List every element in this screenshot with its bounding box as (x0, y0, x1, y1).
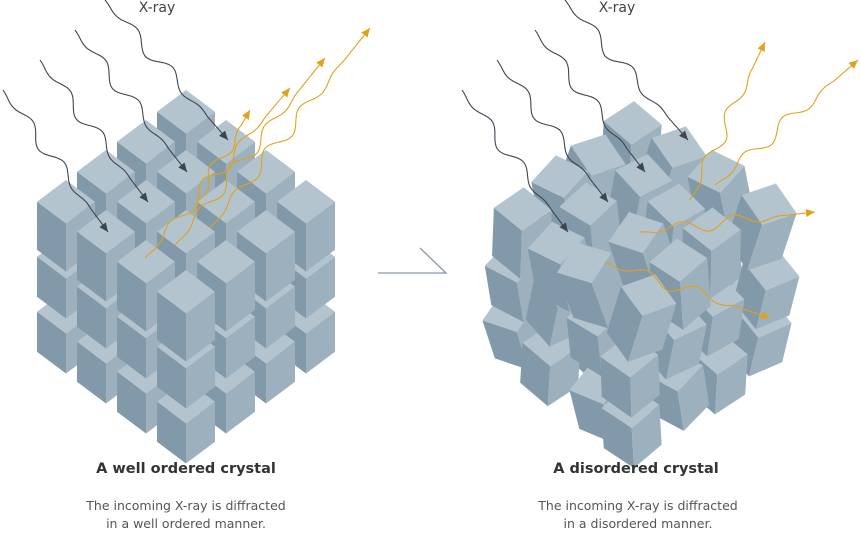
cube (157, 270, 215, 362)
right-caption: The incoming X-ray is diffracted in a di… (538, 497, 737, 533)
right-caption-line1: The incoming X-ray is diffracted (538, 498, 738, 513)
xray-path (209, 27, 371, 229)
xray-path (74, 29, 188, 173)
xray-label-left: X-ray (138, 0, 176, 16)
xray-path (496, 59, 609, 203)
disordered-crystal (482, 101, 800, 469)
right-caption-line2: in a disordered manner. (563, 516, 713, 531)
arrowhead-icon (636, 162, 645, 172)
arrowhead-icon (219, 130, 228, 140)
xray-path (534, 29, 646, 173)
xray-path (461, 89, 569, 233)
xray-path (639, 211, 816, 234)
arrowhead-icon (599, 192, 608, 202)
ordered-crystal (37, 90, 335, 464)
xray-path (564, 0, 689, 141)
cube (606, 274, 677, 362)
xray-path (689, 41, 766, 201)
xray-path (104, 0, 229, 141)
arrowhead-icon (139, 192, 148, 202)
arrowhead-icon (178, 162, 187, 172)
xray-path (144, 87, 291, 259)
arrowhead-icon (757, 42, 765, 52)
right-title: A disordered crystal (553, 461, 719, 477)
arrowhead-icon (361, 28, 370, 38)
left-caption-line2: in a well ordered manner. (106, 516, 266, 531)
arrowhead-icon (316, 58, 325, 68)
right-xray-paths (461, 0, 859, 319)
arrowhead-icon (679, 130, 688, 140)
arrowhead-icon (848, 60, 858, 69)
xray-path (604, 261, 771, 319)
arrowhead-icon (760, 311, 770, 319)
right-arrow-icon (378, 247, 448, 274)
left-caption-line1: The incoming X-ray is diffracted (86, 498, 286, 513)
xray-path (2, 89, 109, 233)
xray-path (174, 57, 326, 246)
xray-path (194, 109, 251, 206)
xray-label-right: X-ray (598, 0, 636, 16)
arrowhead-icon (99, 222, 108, 232)
xray-path (39, 59, 149, 203)
arrowhead-icon (559, 222, 568, 232)
arrowhead-icon (805, 209, 815, 217)
arrowhead-icon (242, 110, 250, 120)
xray-path (714, 59, 859, 186)
left-caption: The incoming X-ray is diffracted in a we… (86, 497, 285, 533)
left-title: A well ordered crystal (96, 461, 276, 477)
left-xray-paths (2, 0, 371, 259)
arrowhead-icon (281, 88, 290, 98)
